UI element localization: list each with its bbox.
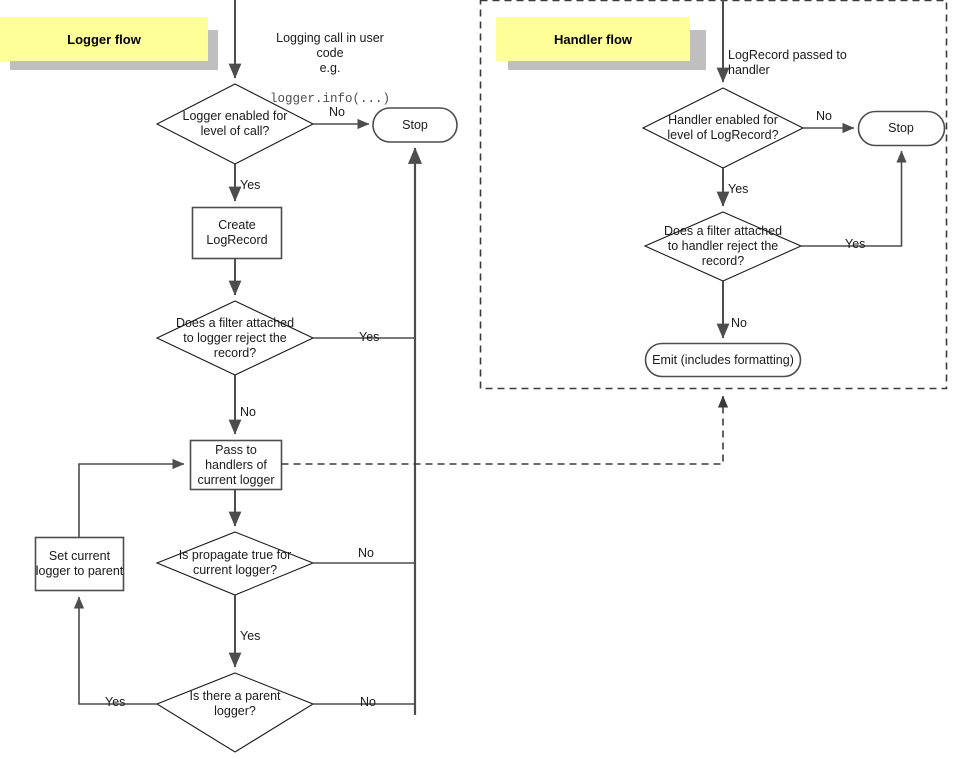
node-create-logrecord	[191, 206, 283, 260]
edge-label-handler-filter-no: No	[731, 316, 747, 330]
edge-label-parent-no: No	[360, 695, 376, 709]
edge-pass-to-handler-flow	[281, 395, 729, 465]
logger-entry-caption: Logging call in user code e.g. logger.in…	[240, 16, 420, 107]
edge-label-propagate-no: No	[358, 546, 374, 560]
edge-label-propagate-yes: Yes	[240, 629, 261, 643]
logger-entry-caption-code: logger.info(...)	[269, 92, 391, 106]
handler-entry-caption: LogRecord passed to handler	[728, 33, 898, 78]
node-handler-enabled	[641, 87, 805, 169]
node-parent-logger	[155, 672, 315, 753]
node-pass-to-handlers	[189, 439, 283, 491]
logger-entry-caption-text: Logging call in user code e.g.	[276, 31, 384, 75]
handler-entry-caption-text: LogRecord passed to handler	[728, 48, 847, 77]
edge-label-logger-filter-no: No	[240, 405, 256, 419]
node-is-propagate	[155, 531, 315, 596]
node-logger-stop	[372, 107, 458, 143]
edge-label-logger-enabled-no: No	[329, 105, 345, 119]
node-handler-filter	[643, 211, 803, 282]
edge-set-parent-to-pass	[78, 458, 185, 538]
edge-parent-yes	[73, 596, 157, 705]
edge-handler-filter-yes	[801, 150, 907, 247]
edge-label-handler-filter-yes: Yes	[845, 237, 866, 251]
edge-label-handler-enabled-no: No	[816, 109, 832, 123]
handler-flow-region	[479, 0, 948, 390]
node-set-parent	[34, 536, 125, 592]
edge-label-logger-enabled-yes: Yes	[240, 178, 261, 192]
handler-flow-title: Handler flow	[496, 17, 690, 61]
edge-label-logger-filter-yes: Yes	[359, 330, 380, 344]
logger-flow-title: Logger flow	[0, 17, 208, 61]
node-emit	[644, 342, 802, 378]
edge-label-parent-yes: Yes	[105, 695, 126, 709]
node-logger-filter	[155, 300, 315, 376]
edge-label-handler-enabled-yes: Yes	[728, 182, 749, 196]
node-handler-stop	[857, 110, 946, 147]
